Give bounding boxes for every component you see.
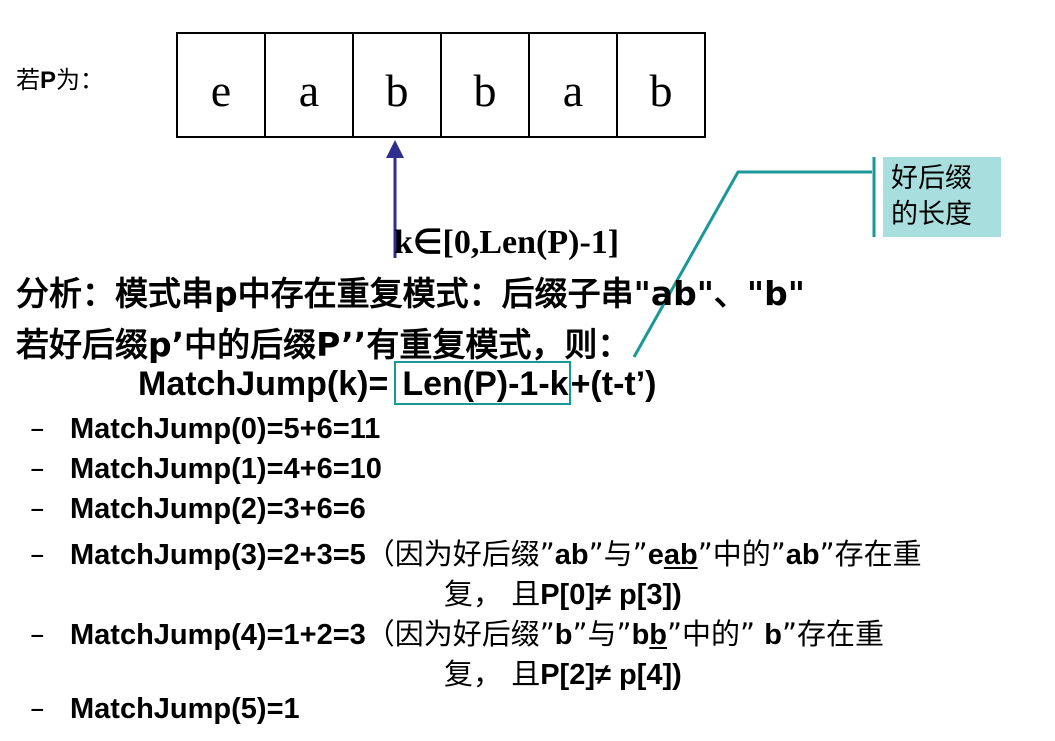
list-item-continuation: 复， 且P[2]≠ p[4]) [444,657,682,691]
good-suffix-length-note: 好后缀 的长度 [883,157,1001,237]
callout-leader-line [632,157,876,358]
pattern-cell: b [649,64,673,116]
pattern-label: 若P为： [16,66,105,94]
list-item: –MatchJump(3)=2+3=5（因为好后缀”ab”与”eab”中的”ab… [30,537,922,571]
pattern-cells: e a b b a b [176,32,706,138]
condition-text: 若好后缀p’中的后缀P’’有重复模式，则： [16,325,631,364]
matchjump-formula: MatchJump(k)=Len(P)-1-k+(t-t’) [138,361,656,405]
pattern-cell: a [266,34,354,136]
pattern-cell: b [354,34,442,136]
list-item-continuation: 复， 且P[0]≠ p[3]) [444,577,682,611]
list-item: –MatchJump(0)=5+6=11 [30,411,381,445]
list-item: –MatchJump(2)=3+6=6 [30,491,366,525]
list-item: –MatchJump(1)=4+6=10 [30,451,382,485]
analysis-text: 分析：模式串p中存在重复模式：后缀子串"ab"、"b" [16,274,805,313]
list-item: –MatchJump(4)=1+2=3（因为好后缀”b”与”bb”中的” b”存… [30,617,885,651]
pattern-cell: a [530,34,618,136]
pattern-cell: e [178,34,266,136]
formula-highlight-box: Len(P)-1-k [394,361,571,405]
k-range-label: k∈[0,Len(P)-1] [394,224,620,261]
k-pointer-arrow-icon [386,140,404,258]
pattern-cell: b [442,34,530,136]
list-item: –MatchJump(5)=1 [30,691,300,725]
